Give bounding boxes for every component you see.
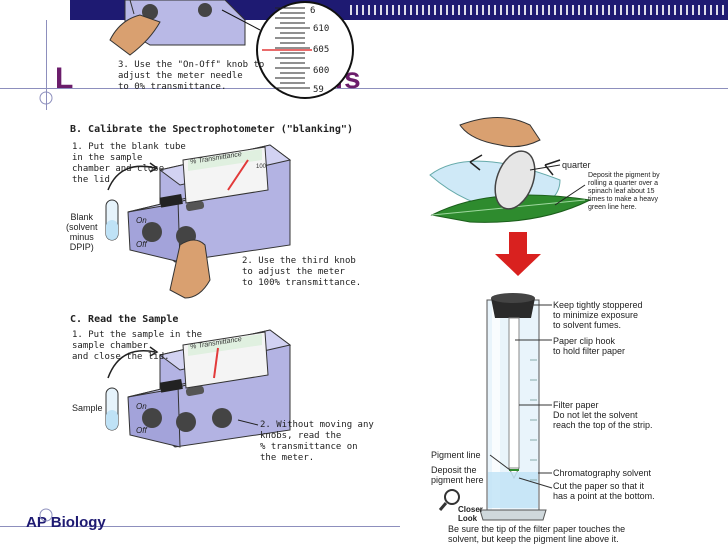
quarter-label: quarter <box>562 160 591 170</box>
section-c-heading: C. Read the Sample <box>70 314 179 325</box>
footer-rule <box>0 526 400 527</box>
section-c-step2: 2. Without moving any knobs, read the % … <box>260 420 374 463</box>
on-label-c: On <box>136 402 147 411</box>
title-rule <box>0 88 728 89</box>
scale-top-label: 6 <box>310 6 316 16</box>
solvent-label: Chromatography solvent <box>553 468 652 478</box>
clip-label: Paper clip hook to hold filter paper <box>553 336 626 356</box>
header-stripes <box>350 5 728 15</box>
scale-label-600: 600 <box>313 66 330 76</box>
sample-tube-label: Sample <box>72 403 103 413</box>
bottom-note: Be sure the tip of the filter paper touc… <box>448 524 626 544</box>
deposit-here-label: Deposit the pigment here <box>431 465 484 485</box>
closer-look-label: Closer Look <box>458 505 483 523</box>
footer-label: AP Biology <box>26 514 106 531</box>
stopper-label: Keep tightly stoppered to minimize expos… <box>553 300 643 330</box>
scale-label-59: 59 <box>313 85 324 95</box>
deposit-pigment-text: Deposit the pigment by rolling a quarter… <box>588 172 660 211</box>
scale-label-610: 610 <box>313 24 330 34</box>
off-label-c: Off <box>136 426 147 435</box>
left-rule <box>46 20 47 110</box>
section-b-step1: 1. Put the blank tube in the sample cham… <box>72 142 186 185</box>
top-step3-caption: 3. Use the "On-Off" knob to adjust the m… <box>118 60 265 92</box>
filter-label: Filter paper Do not let the solvent reac… <box>553 400 653 430</box>
blank-tube-label: Blank (solvent minus DPIP) <box>66 212 98 252</box>
section-c-step1: 1. Put the sample in the sample chamber … <box>72 330 203 362</box>
section-b-step2: 2. Use the third knob to adjust the mete… <box>242 256 362 288</box>
cut-label: Cut the paper so that it has a point at … <box>553 481 655 501</box>
scale-label-605: 605 <box>313 45 330 55</box>
section-b-heading: B. Calibrate the Spectrophotometer ("bla… <box>70 124 353 135</box>
pigment-line-label: Pigment line <box>431 450 481 460</box>
slide-title-left: L <box>55 62 75 95</box>
off-label-b: Off <box>136 240 147 249</box>
on-label-b: On <box>136 216 147 225</box>
meter-max-b: 100 <box>256 164 267 170</box>
